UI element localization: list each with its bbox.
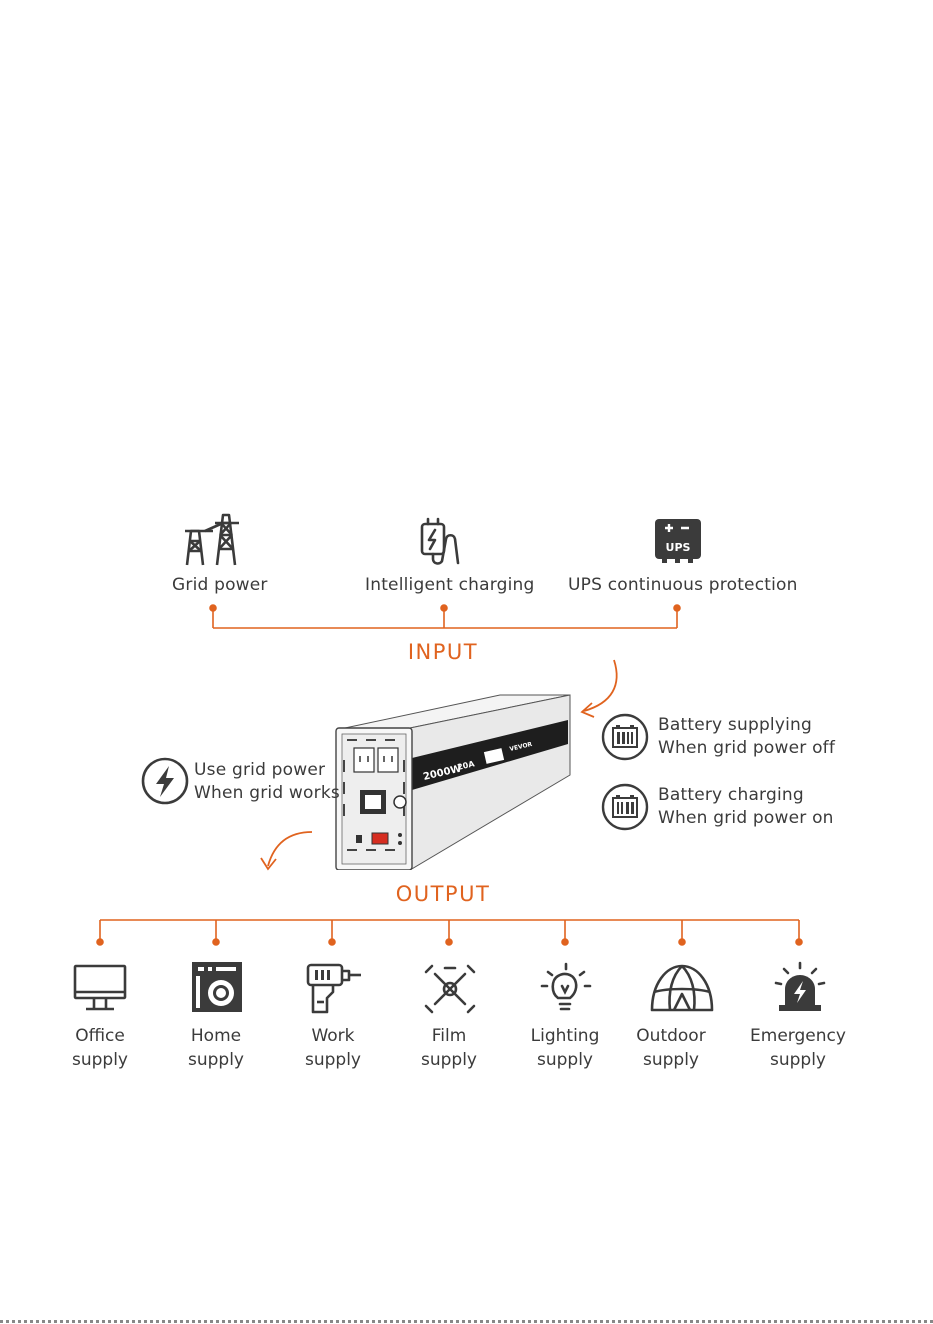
power-tower-icon — [183, 509, 243, 567]
ups-battery-icon: UPS — [654, 518, 702, 564]
lightning-icon — [140, 756, 190, 806]
output-label-home: Home supply — [156, 1024, 276, 1072]
battery-empty-icon — [600, 712, 650, 762]
output-label-work-line1: Work — [273, 1024, 393, 1048]
input-label-ups: UPS continuous protection — [568, 575, 798, 595]
output-label-lighting-line1: Lighting — [505, 1024, 625, 1048]
output-label-home-line1: Home — [156, 1024, 276, 1048]
input-label-intelligent-charging: Intelligent charging — [365, 575, 534, 595]
alarm-light-icon — [773, 961, 827, 1015]
charging-plug-icon — [418, 517, 470, 567]
drone-icon — [423, 962, 477, 1016]
drill-icon — [305, 962, 363, 1016]
output-label-outdoor-line1: Outdoor — [611, 1024, 731, 1048]
output-label-outdoor: Outdoor supply — [611, 1024, 731, 1072]
output-arrow — [252, 826, 322, 876]
output-label-lighting: Lighting supply — [505, 1024, 625, 1072]
svg-text:UPS: UPS — [666, 541, 691, 554]
output-label-film-line2: supply — [389, 1048, 509, 1072]
output-label-emergency: Emergency supply — [738, 1024, 858, 1072]
battery-supplying-line2: When grid power off — [658, 737, 835, 760]
input-connector-lines — [205, 602, 685, 636]
grid-mode-line2: When grid works — [194, 782, 340, 805]
output-label-home-line2: supply — [156, 1048, 276, 1072]
output-label-emergency-line2: supply — [738, 1048, 858, 1072]
grid-mode-text: Use grid power When grid works — [194, 759, 340, 805]
output-label-film-line1: Film — [389, 1024, 509, 1048]
output-title: OUTPUT — [383, 882, 503, 906]
battery-charging-line1: Battery charging — [658, 784, 834, 807]
battery-supplying-line1: Battery supplying — [658, 714, 835, 737]
output-connector-lines — [94, 914, 806, 950]
battery-charging-icon — [600, 782, 650, 832]
input-label-grid-power: Grid power — [172, 575, 268, 595]
output-label-film: Film supply — [389, 1024, 509, 1072]
inverter-device: 2000W 20A VEVOR — [320, 690, 580, 870]
output-label-work: Work supply — [273, 1024, 393, 1072]
input-title: INPUT — [383, 640, 503, 664]
monitor-icon — [72, 962, 128, 1014]
battery-charging-line2: When grid power on — [658, 807, 834, 830]
output-label-emergency-line1: Emergency — [738, 1024, 858, 1048]
output-label-office-line1: Office — [40, 1024, 160, 1048]
tent-icon — [648, 962, 716, 1016]
output-label-outdoor-line2: supply — [611, 1048, 731, 1072]
battery-supplying-text: Battery supplying When grid power off — [658, 714, 835, 760]
light-bulb-icon — [540, 962, 592, 1016]
output-label-work-line2: supply — [273, 1048, 393, 1072]
output-label-office-line2: supply — [40, 1048, 160, 1072]
grid-mode-line1: Use grid power — [194, 759, 340, 782]
bottom-dotted-border — [0, 1320, 933, 1323]
battery-charging-text: Battery charging When grid power on — [658, 784, 834, 830]
output-label-lighting-line2: supply — [505, 1048, 625, 1072]
washing-machine-icon — [190, 960, 244, 1014]
output-label-office: Office supply — [40, 1024, 160, 1072]
